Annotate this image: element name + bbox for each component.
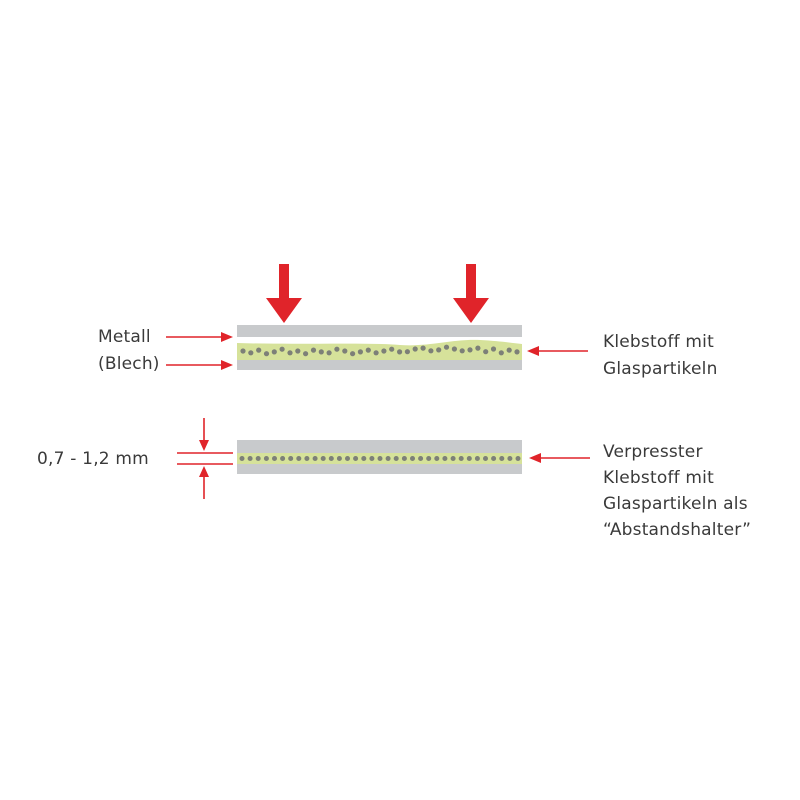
glass-particle <box>506 347 512 353</box>
glass-particle <box>279 346 285 352</box>
glass-particle <box>412 346 418 352</box>
glass-particle <box>436 347 442 353</box>
glass-particle <box>296 456 302 461</box>
glass-particle <box>288 456 294 461</box>
metal-sheet-top <box>237 325 522 337</box>
label-pressed-line1: Verpresster <box>603 442 703 462</box>
glass-particle <box>334 346 340 352</box>
glass-particle <box>434 456 440 461</box>
glass-particle <box>397 349 403 355</box>
glass-particle <box>350 351 356 357</box>
glass-particle <box>312 456 318 461</box>
gap-dimension-marker <box>177 418 233 499</box>
label-blech: (Blech) <box>98 354 160 374</box>
pointer-arrow-pressed-adhesive <box>529 453 590 463</box>
label-metal: Metall <box>98 327 151 347</box>
press-force-arrow-right <box>453 264 489 323</box>
glass-particle <box>304 456 310 461</box>
glass-particle <box>303 351 309 357</box>
glass-particle <box>404 349 410 355</box>
glass-particle <box>467 347 473 353</box>
glass-particle <box>373 350 379 356</box>
glass-particle <box>271 349 277 355</box>
glass-particle <box>320 456 326 461</box>
glass-particles-compressed <box>239 456 521 461</box>
glass-particle <box>459 348 465 354</box>
glass-particle <box>280 456 286 461</box>
adhesive-layer-uncompressed <box>237 339 522 360</box>
label-adhesive-line1: Klebstoff mit <box>603 332 714 352</box>
glass-particle <box>466 456 472 461</box>
glass-particle <box>318 349 324 355</box>
glass-particle <box>483 456 488 461</box>
glass-particle <box>240 348 246 354</box>
assembly-after-pressing <box>237 440 522 474</box>
glass-particle <box>491 456 497 461</box>
glass-particle <box>263 456 269 461</box>
label-pressed-line2: Klebstoff mit <box>603 468 714 488</box>
glass-particle <box>458 456 464 461</box>
glass-particle <box>418 456 424 461</box>
glass-particle <box>498 350 504 356</box>
glass-particle <box>426 456 432 461</box>
glass-particle <box>514 349 520 355</box>
glass-particle <box>377 456 383 461</box>
glass-particle <box>393 456 399 461</box>
glass-particle <box>365 347 371 353</box>
glass-particle <box>507 456 513 461</box>
glass-particle <box>450 456 456 461</box>
pointer-arrow-adhesive <box>527 346 588 356</box>
glass-particle <box>420 345 426 351</box>
glass-particle <box>247 456 253 461</box>
label-adhesive-line2: Glaspartikeln <box>603 359 718 379</box>
metal-sheet-bottom-pressed <box>237 464 522 474</box>
glass-particle <box>353 456 359 461</box>
glass-particle <box>381 348 387 354</box>
metal-sheet-bottom <box>237 360 522 370</box>
glass-particle <box>483 349 489 355</box>
glass-particle <box>369 456 375 461</box>
glass-particle <box>342 348 348 354</box>
glass-particle <box>287 350 293 356</box>
glass-particle <box>443 344 450 350</box>
glass-particle <box>385 456 391 461</box>
glass-particle <box>357 349 363 355</box>
glass-particle <box>475 345 481 351</box>
glass-particle <box>326 350 332 356</box>
press-force-arrow-left <box>266 264 302 323</box>
assembly-before-pressing <box>237 325 522 370</box>
glass-particle <box>474 456 480 461</box>
glass-particle <box>428 348 434 354</box>
glass-particles-uncompressed <box>240 344 520 357</box>
glass-particle <box>328 456 334 461</box>
label-pressed-line4: “Abstandshalter” <box>603 520 752 540</box>
glass-particle <box>310 347 317 353</box>
glass-particle <box>451 346 457 352</box>
glass-particle <box>239 456 245 461</box>
glass-particle <box>401 456 407 461</box>
glass-particle <box>256 347 262 353</box>
glass-particle <box>361 456 367 461</box>
glass-particle <box>345 456 350 461</box>
glass-particle <box>272 456 277 461</box>
glass-particle <box>295 348 301 354</box>
glass-particle <box>490 346 497 352</box>
label-pressed-line3: Glaspartikeln als <box>603 494 748 514</box>
glass-particle <box>442 456 448 461</box>
glass-particle <box>515 456 521 461</box>
label-gap-thickness: 0,7 - 1,2 mm <box>37 449 149 469</box>
glass-particle <box>263 351 270 357</box>
glass-particle <box>410 456 415 461</box>
glass-particle <box>389 346 395 352</box>
metal-sheet-top-pressed <box>237 440 522 453</box>
glass-particle <box>248 350 254 356</box>
glass-particle <box>336 456 342 461</box>
pointer-arrow-blech <box>166 360 233 370</box>
glass-particle <box>255 456 261 461</box>
pointer-arrow-metal <box>166 332 233 342</box>
glass-particle <box>499 456 505 461</box>
